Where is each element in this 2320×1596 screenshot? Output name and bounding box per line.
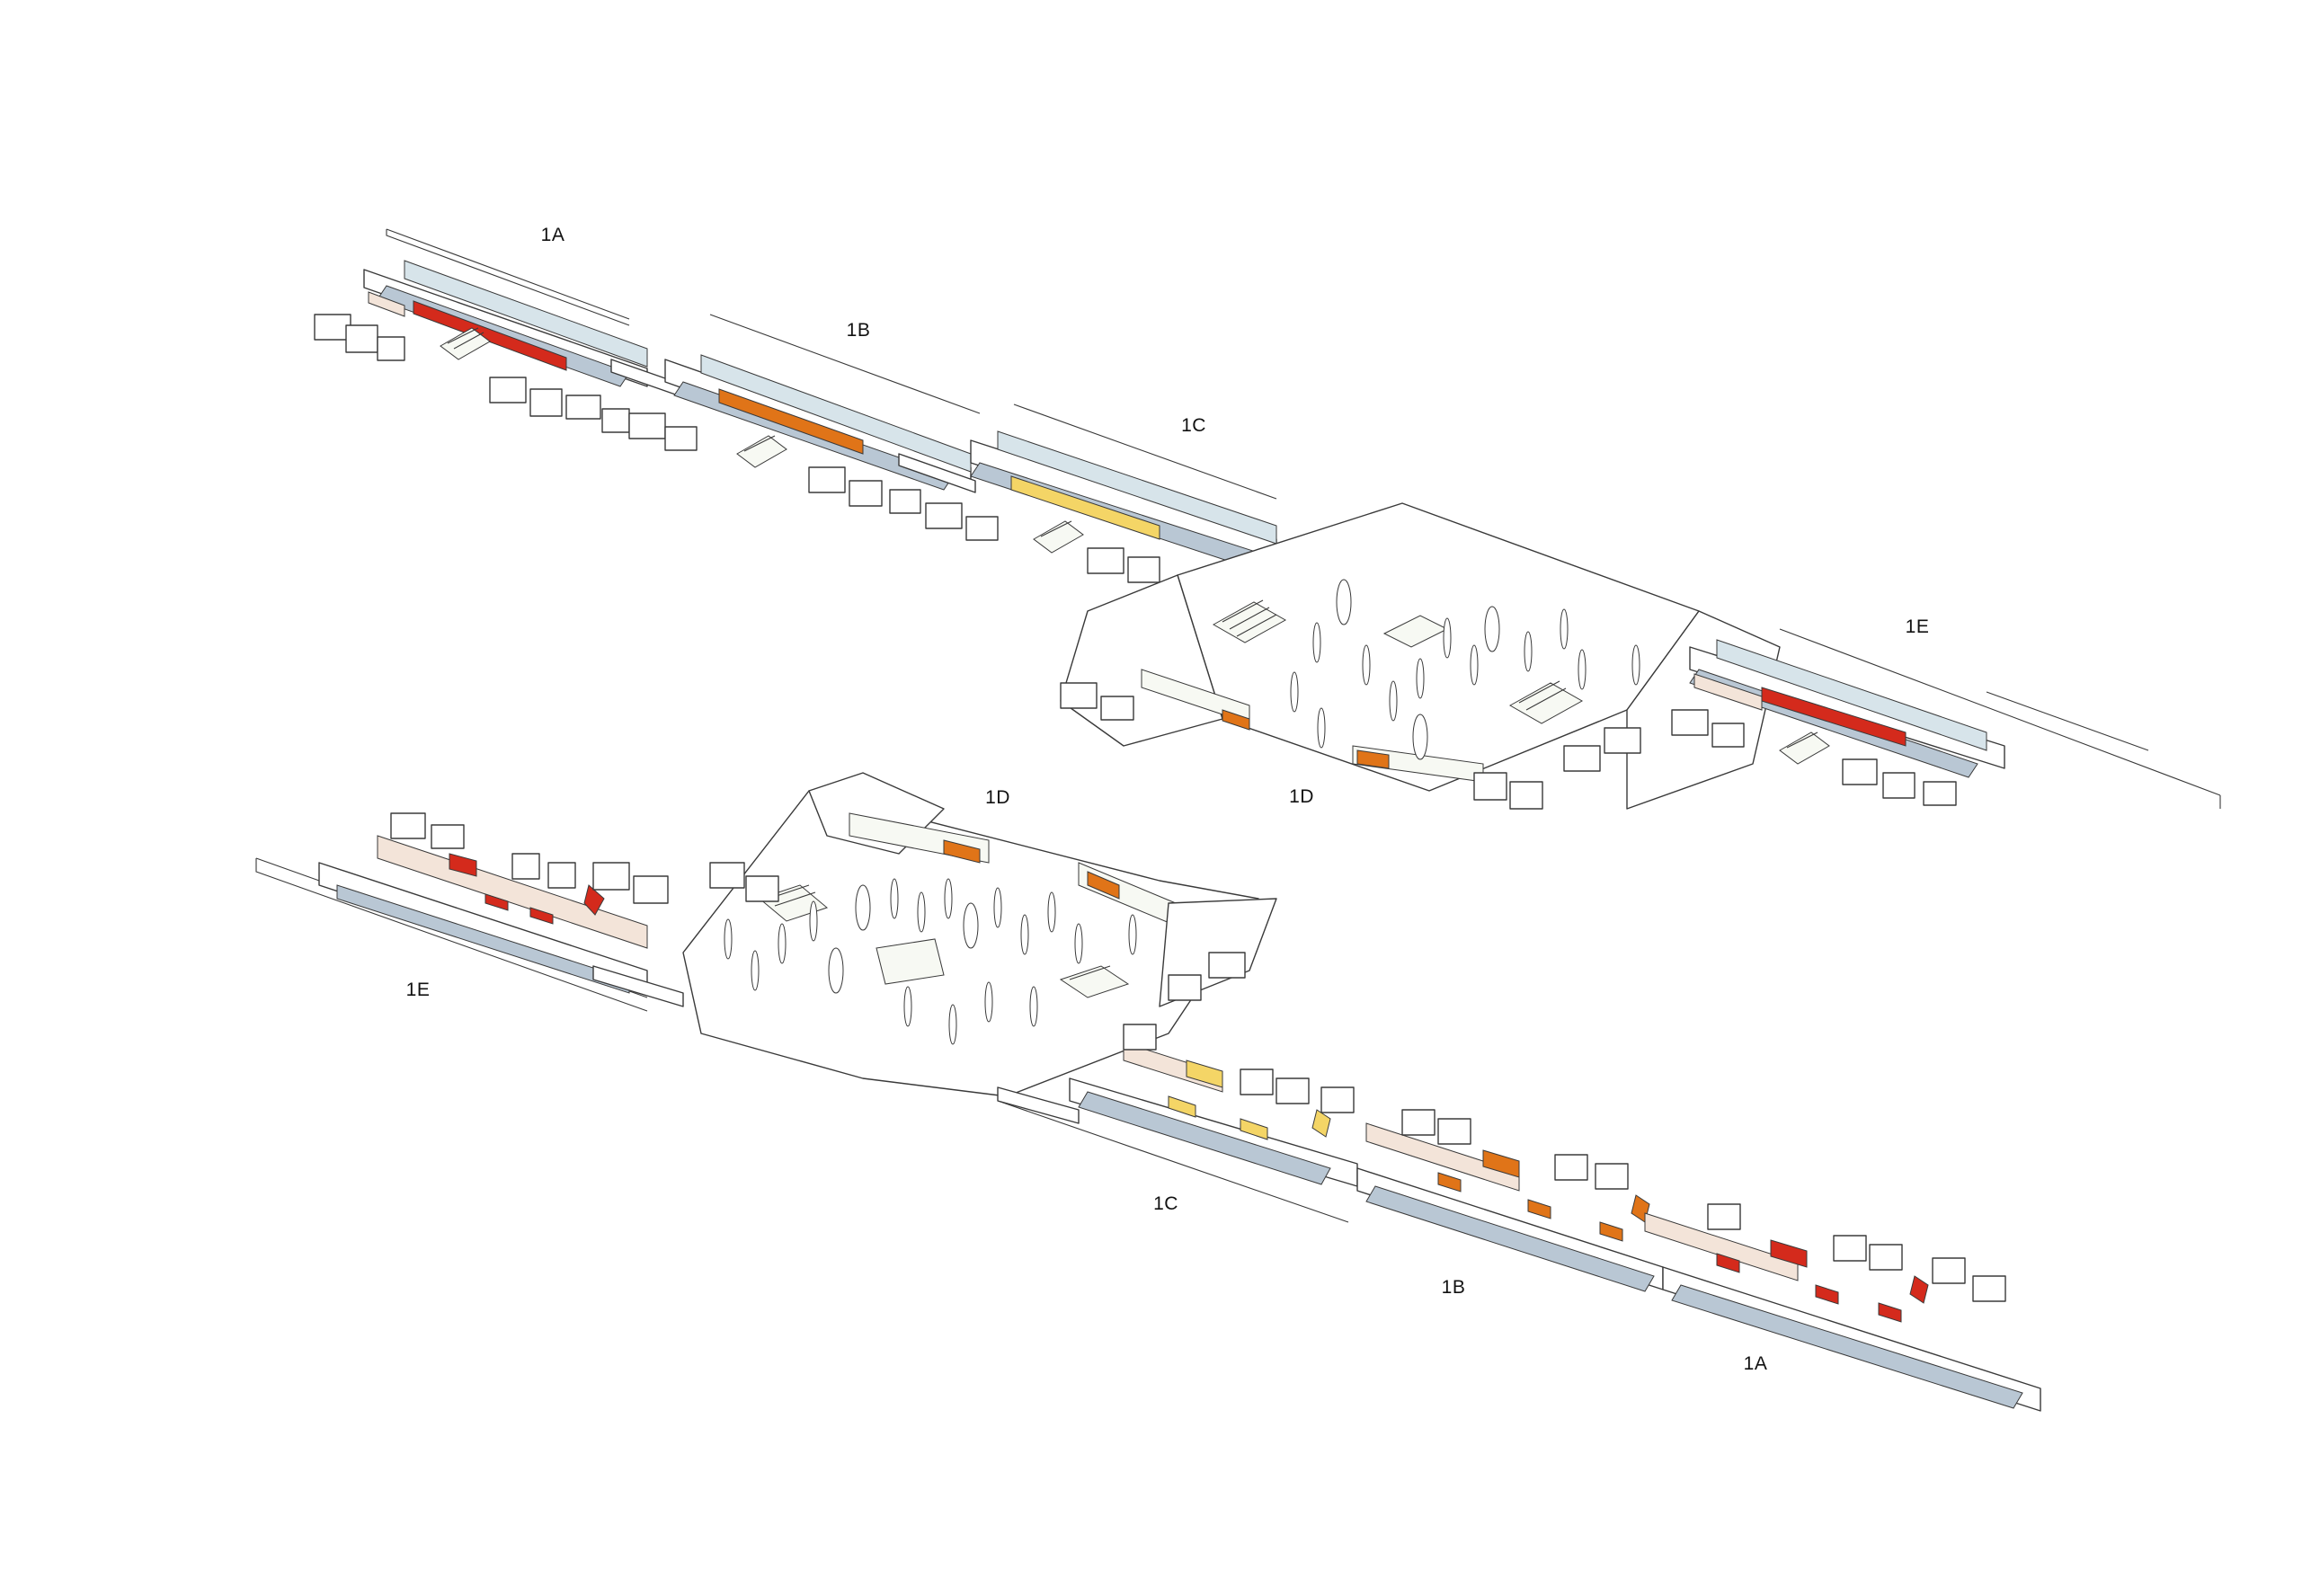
link-1B-1C (898, 453, 976, 493)
upper-wing-1E (1671, 639, 2005, 806)
escalator-1C (1033, 520, 1084, 554)
hall-columns-lower (724, 878, 1137, 1045)
upper-hall-1D (1060, 502, 1781, 810)
zone-1A-marker-lower-e (1909, 1275, 1929, 1304)
zone-1B-marker-lower-a (1482, 1149, 1520, 1178)
zone-1C-marker-lower-d (1311, 1109, 1331, 1138)
zone-1A-marker-lower-d (1878, 1302, 1902, 1323)
upper-floor-plan (314, 228, 2221, 810)
zone-1A-marker-1E-lower-b (484, 893, 509, 911)
zone-1C-marker-lower-a (1186, 1060, 1223, 1088)
zone-1B-marker-lower-b (1437, 1172, 1462, 1193)
zone-1A-marker-1E-lower-a (449, 853, 477, 877)
escalator-1B (736, 435, 787, 468)
lower-wing-1B (1356, 1109, 1664, 1292)
zone-1B-marker-1D-right (1356, 749, 1390, 769)
escalator-1D-left (1212, 599, 1287, 643)
upper-wing-1B (628, 354, 972, 514)
zone-label-upper-1C: 1C (1181, 415, 1206, 436)
zone-1B-marker-1D-left (1222, 709, 1250, 731)
lower-wing-1A (1644, 1203, 2041, 1412)
zone-1A-marker-lower-b (1716, 1253, 1740, 1273)
zone-1B-marker-lower-d (1599, 1221, 1623, 1242)
zone-label-upper-1B: 1B (846, 320, 871, 341)
lower-wing-1C (997, 1024, 1358, 1187)
zone-1A-marker-1E-lower-d (583, 884, 605, 916)
escalator-1D-right (1508, 680, 1584, 724)
lower-hall-1D (682, 772, 1277, 1097)
zone-label-upper-1A: 1A (540, 225, 565, 245)
zone-label-upper-1E: 1E (1905, 616, 1930, 637)
escalator-1A (440, 327, 491, 360)
upper-wing-1A (314, 260, 648, 433)
zone-1C-marker-lower-b (1168, 1095, 1196, 1118)
zone-1C-marker-lower-c (1240, 1118, 1268, 1140)
zone-label-lower-1D: 1D (985, 787, 1010, 808)
zone-1A-marker-lower-c (1815, 1284, 1839, 1305)
zone-1B-highlight (718, 388, 864, 455)
zone-1A-marker-1E-lower-c (529, 907, 554, 925)
upper-wing-1C (925, 430, 1277, 583)
upper-outer-walls (386, 228, 2221, 809)
zone-label-lower-1E: 1E (405, 980, 431, 1000)
zone-label-lower-1C: 1C (1153, 1193, 1178, 1214)
zone-1A-marker-lower-a (1770, 1239, 1808, 1268)
zone-label-lower-1A: 1A (1743, 1353, 1768, 1374)
zone-1B-marker-1D-lower-a (943, 839, 981, 864)
zone-label-upper-1D: 1D (1289, 786, 1314, 807)
zone-1B-marker-lower-c (1527, 1199, 1551, 1219)
zone-1C-highlight (1010, 475, 1160, 540)
lower-wing-1E (318, 812, 684, 1007)
zone-1A-highlight (413, 300, 567, 371)
escalator-1E (1779, 732, 1830, 765)
escalator-1D-lower-right (1059, 965, 1130, 998)
zone-label-lower-1B: 1B (1441, 1277, 1466, 1298)
hall-columns-upper (1290, 579, 1640, 760)
lower-floor-plan (255, 772, 2041, 1412)
zone-1B-marker-1D-lower-b (1087, 871, 1120, 900)
